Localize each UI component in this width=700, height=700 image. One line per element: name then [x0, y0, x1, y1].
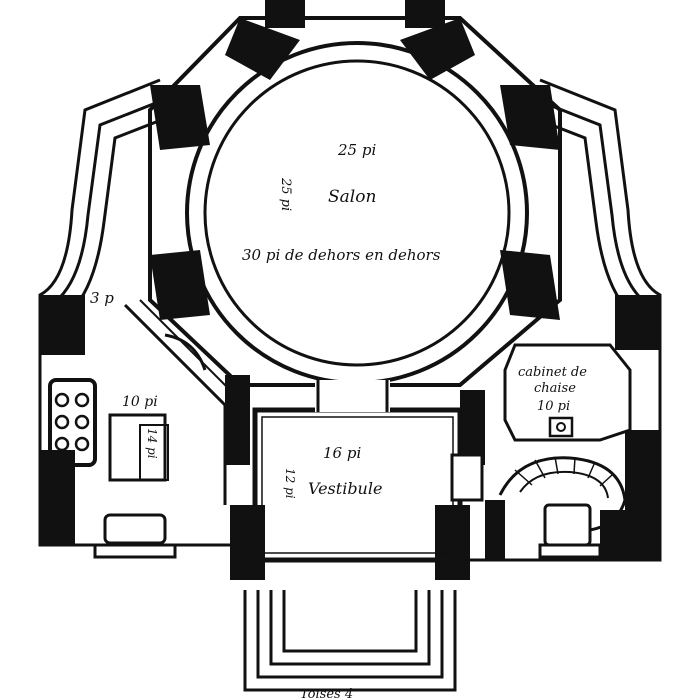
- salon-depth-label: 25 pi: [278, 177, 293, 211]
- cabinet-width-label: 10 pi: [537, 399, 570, 414]
- left-room: [48, 299, 241, 559]
- vestibule-room: [252, 380, 484, 563]
- left-3p-label: 3 p: [90, 289, 114, 307]
- cabinet-label-line2: chaise: [534, 381, 576, 396]
- outer-wall-outline: [38, 78, 662, 562]
- salon-outer-label: 30 pi de dehors en dehors: [242, 246, 441, 264]
- entrance-steps: [243, 590, 457, 692]
- vestibule-width-label: 16 pi: [323, 444, 361, 462]
- cabinet-and-stair: [498, 343, 632, 559]
- cabinet-label-line1: cabinet de: [518, 365, 587, 380]
- salon-name-label: Salon: [328, 187, 376, 207]
- plan-labels: 25 pi 25 pi Salon 30 pi de dehors en deh…: [90, 141, 587, 700]
- vestibule-depth-label: 12 pi: [283, 468, 297, 499]
- scale-label: Toises 4: [300, 687, 353, 700]
- vestibule-name-label: Vestibule: [308, 479, 382, 498]
- left-room-depth-label: 14 pi: [145, 428, 159, 459]
- salon-width-label: 25 pi: [337, 141, 376, 159]
- left-room-width-label: 10 pi: [122, 394, 158, 410]
- wall-piers: [40, 0, 660, 580]
